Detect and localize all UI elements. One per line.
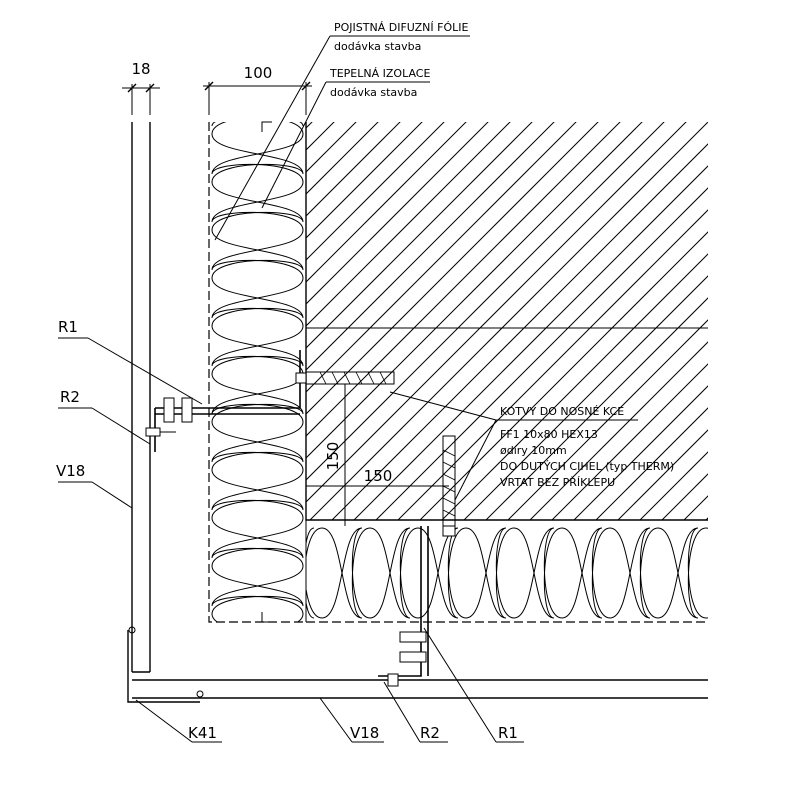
wall-hatch-line bbox=[306, 122, 381, 520]
wall-hatch-line bbox=[306, 122, 469, 520]
dimension-anchor-horizontal: 150 bbox=[306, 467, 449, 487]
wall-hatch-line bbox=[387, 122, 708, 520]
dimension-100-value: 100 bbox=[244, 64, 273, 82]
wall-hatch-line bbox=[651, 122, 708, 520]
wall-hatch-line bbox=[306, 122, 667, 520]
dimension-150-vertical-value: 150 bbox=[324, 442, 342, 471]
insulation-horizontal bbox=[305, 520, 708, 623]
callout-membrane: POJISTNÁ DIFUZNÍ FÓLIE dodávka stavba bbox=[214, 21, 470, 241]
wall-anchor-vertical bbox=[442, 435, 456, 537]
wall-hatch-line bbox=[306, 122, 689, 520]
wall-hatch-line bbox=[563, 122, 708, 520]
bracket-left bbox=[145, 350, 301, 452]
dimension-150-horizontal-value: 150 bbox=[364, 467, 393, 485]
wall-hatch-line bbox=[718, 120, 800, 640]
label-v18-bottom: V18 bbox=[319, 697, 384, 743]
k41-text: K41 bbox=[188, 724, 217, 742]
label-r2-bottom: R2 bbox=[383, 681, 448, 743]
facade-panel-vertical bbox=[131, 122, 151, 673]
wall-hatch-line bbox=[365, 122, 708, 520]
label-r1-left: R1 bbox=[58, 318, 203, 405]
wall-hatch-line bbox=[629, 122, 708, 520]
anchors-title: KOTVY DO NOSNÉ KCE bbox=[500, 405, 624, 418]
label-r2-left: R2 bbox=[58, 388, 151, 445]
anchors-line-3: DO DUTÝCH CIHEL (typ THERM) bbox=[500, 460, 674, 473]
dimension-panel-thickness: 18 bbox=[122, 60, 160, 115]
wall-hatch-line bbox=[409, 122, 708, 520]
v18-left-text: V18 bbox=[56, 462, 85, 480]
bracket-bottom bbox=[378, 526, 429, 687]
dimension-anchor-vertical: 150 bbox=[324, 384, 346, 526]
wall-hatch-line bbox=[784, 120, 800, 640]
r2-left-text: R2 bbox=[60, 388, 80, 406]
wall-hatch-line bbox=[306, 122, 708, 520]
facade-panel-horizontal bbox=[132, 679, 708, 699]
wall-hatch-line bbox=[607, 122, 708, 520]
corner-profile-k41 bbox=[127, 626, 204, 703]
wall-hatch-line bbox=[306, 122, 425, 520]
dimension-18-value: 18 bbox=[131, 60, 150, 78]
wall-hatch-line bbox=[475, 122, 708, 520]
wall-hatch-line bbox=[306, 122, 708, 520]
wall-hatch-line bbox=[321, 122, 708, 520]
wall-hatch-line bbox=[740, 120, 800, 640]
insulation-batt-pattern bbox=[306, 527, 708, 619]
wall-hatch-line bbox=[306, 122, 708, 520]
callout-anchors: KOTVY DO NOSNÉ KCE FF1 10x80 HEX13 ødíry… bbox=[389, 391, 674, 501]
wall-hatch-line bbox=[306, 122, 513, 520]
wall-hatch-line bbox=[585, 122, 708, 520]
label-r1-bottom: R1 bbox=[423, 627, 524, 743]
wall-hatch-line bbox=[0, 120, 226, 640]
wall-hatch-line bbox=[695, 122, 708, 520]
wall-hatch-line bbox=[431, 122, 708, 520]
wall-anchor-horizontal bbox=[295, 371, 395, 385]
wall-hatch-line bbox=[0, 120, 248, 640]
dimension-insulation-thickness: 100 bbox=[203, 64, 312, 115]
wall-hatch-line bbox=[306, 122, 708, 520]
insulation-vertical bbox=[208, 116, 307, 654]
wall-hatch-line bbox=[306, 122, 337, 520]
wall-hatch-line bbox=[673, 122, 708, 520]
wall-hatch-line bbox=[306, 122, 447, 520]
v18-bottom-text: V18 bbox=[350, 724, 379, 742]
anchors-line-2: ødíry 10mm bbox=[500, 444, 567, 457]
wall-hatch-line bbox=[306, 122, 491, 520]
label-v18-left: V18 bbox=[56, 462, 133, 509]
insulation-note: dodávka stavba bbox=[330, 86, 417, 99]
wall-hatch-line bbox=[306, 122, 601, 520]
membrane-note: dodávka stavba bbox=[334, 40, 421, 53]
wall-hatch-line bbox=[453, 122, 708, 520]
wall-hatch-line bbox=[306, 122, 579, 520]
r2-bottom-text: R2 bbox=[420, 724, 440, 742]
wall-hatch-line bbox=[541, 122, 708, 520]
anchors-line-1: FF1 10x80 HEX13 bbox=[500, 428, 598, 441]
wall-hatch-line bbox=[343, 122, 708, 520]
wall-hatch-line bbox=[306, 122, 708, 520]
wall-hatch-line bbox=[0, 120, 270, 640]
membrane-title: POJISTNÁ DIFUZNÍ FÓLIE bbox=[334, 21, 468, 34]
r1-left-text: R1 bbox=[58, 318, 78, 336]
wall-hatch-line bbox=[0, 120, 292, 640]
label-k41: K41 bbox=[135, 699, 222, 743]
wall-hatch-line bbox=[306, 122, 403, 520]
wall-hatch-line bbox=[762, 120, 800, 640]
r1-bottom-text: R1 bbox=[498, 724, 518, 742]
insulation-batt-pattern bbox=[212, 116, 303, 654]
wall-hatch-line bbox=[306, 122, 708, 520]
wall-hatch-line bbox=[306, 122, 557, 520]
callout-insulation: TEPELNÁ IZOLACE dodávka stavba bbox=[261, 67, 430, 209]
anchors-line-4: VRTAT BEZ PŘÍKLEPU bbox=[500, 476, 615, 489]
wall-hatch-line bbox=[306, 122, 623, 520]
wall-hatch-line bbox=[519, 122, 708, 520]
insulation-title: TEPELNÁ IZOLACE bbox=[329, 67, 430, 80]
wall-hatch-line bbox=[306, 122, 535, 520]
